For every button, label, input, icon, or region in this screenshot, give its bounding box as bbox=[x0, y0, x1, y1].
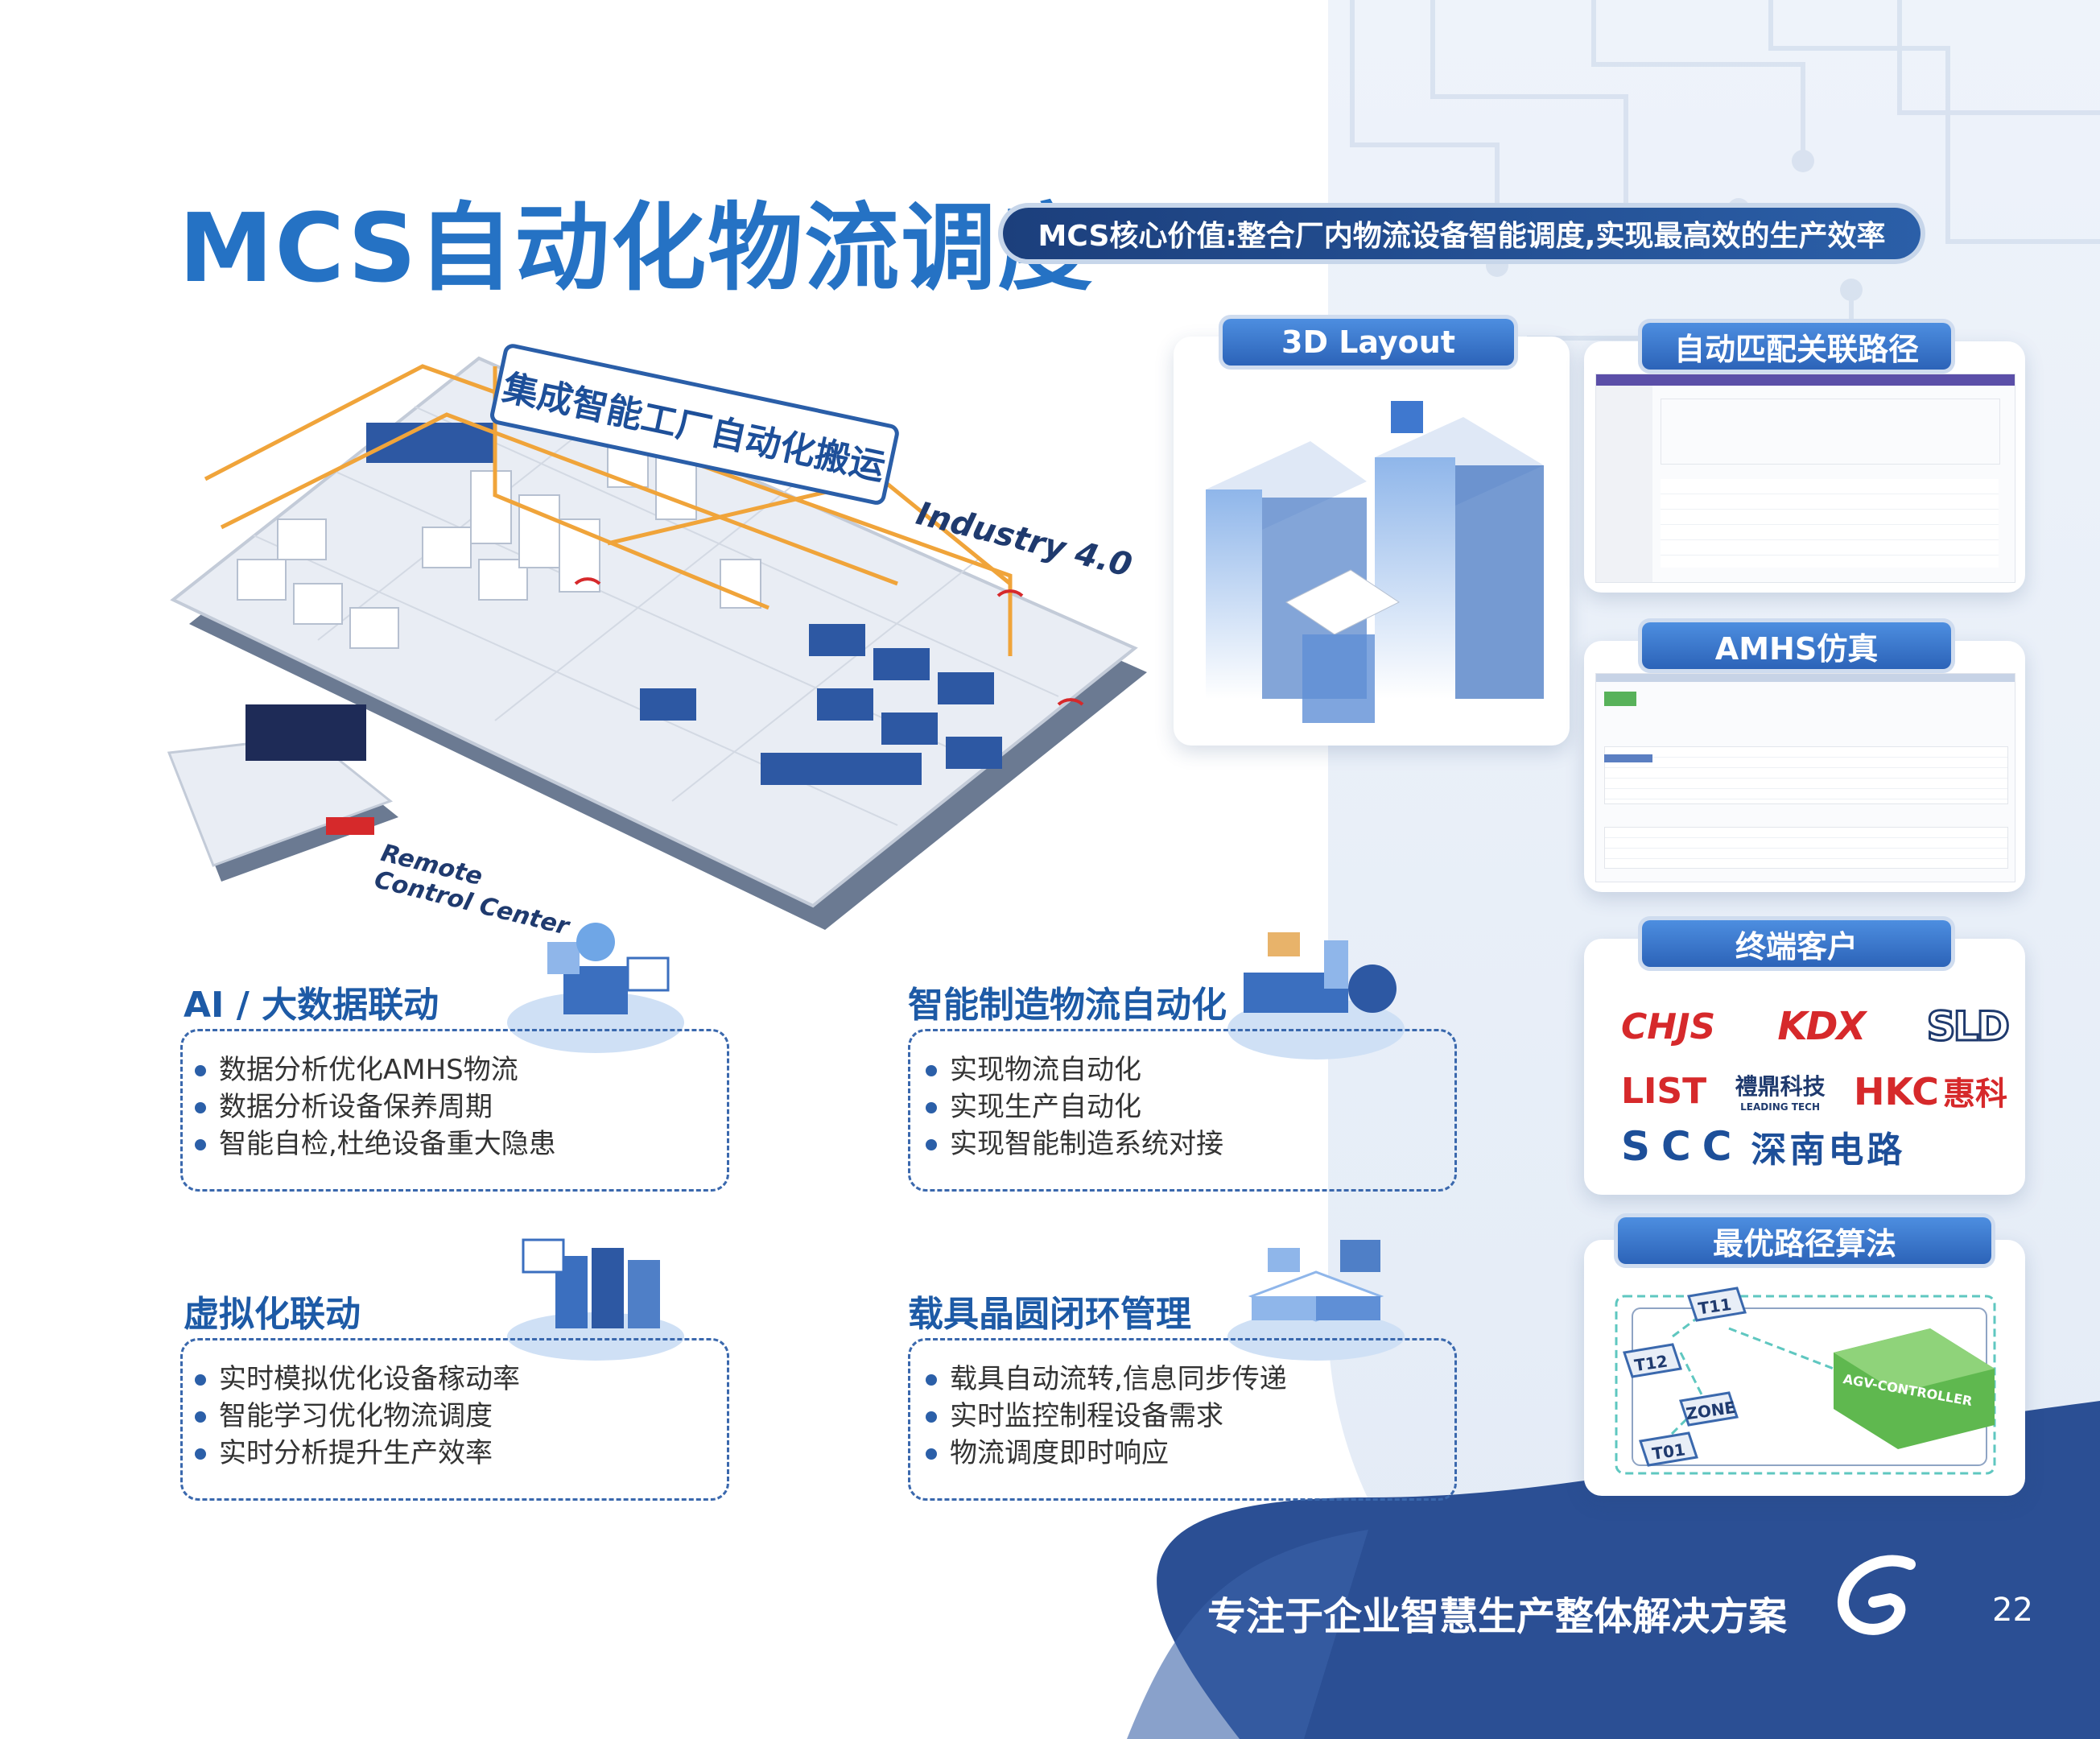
auto-path-screenshot bbox=[1595, 374, 2015, 583]
feature-title-virtualization: 虚拟化联动 bbox=[184, 1294, 361, 1335]
feature-title-manufacturing: 智能制造物流自动化 bbox=[908, 985, 1227, 1026]
logo-sld: SLD bbox=[1925, 1002, 2011, 1051]
logo-leading-en: LEADING TECH bbox=[1740, 1101, 1821, 1113]
tab-amhs-sim[interactable]: AMHS仿真 bbox=[1642, 622, 1951, 669]
logo-hkc-en: HKC bbox=[1854, 1070, 1939, 1113]
feature-title-ai: AI / 大数据联动 bbox=[184, 985, 439, 1026]
list-item: 实现物流自动化 bbox=[926, 1051, 1223, 1088]
list-item: 载具自动流转,信息同步传递 bbox=[926, 1361, 1287, 1398]
feature-title-carrier: 载具晶圆闭环管理 bbox=[908, 1294, 1191, 1335]
logo-hkc: HKC 惠科 bbox=[1854, 1068, 2007, 1114]
logo-leading-cn: 禮鼎科技 bbox=[1735, 1073, 1826, 1100]
list-item: 实现生产自动化 bbox=[926, 1088, 1223, 1126]
list-item: 智能自检,杜绝设备重大隐患 bbox=[195, 1126, 556, 1163]
logo-kdx: KDX bbox=[1777, 1004, 1866, 1049]
feature-box-virtualization bbox=[180, 1338, 729, 1501]
logo-list: LIST bbox=[1621, 1070, 1707, 1112]
list-item: 物流调度即时响应 bbox=[926, 1435, 1287, 1472]
feature-box-manufacturing bbox=[908, 1029, 1457, 1192]
list-item: 数据分析优化AMHS物流 bbox=[195, 1051, 556, 1088]
logo-row-1: CHJS KDX SLD bbox=[1621, 1002, 2011, 1051]
feature-box-ai bbox=[180, 1029, 729, 1192]
tab-customers[interactable]: 终端客户 bbox=[1642, 920, 1951, 967]
logo-row-3: SCC 深南电路 bbox=[1621, 1121, 1905, 1172]
logo-hkc-cn: 惠科 bbox=[1942, 1076, 2007, 1113]
list-item: 实时模拟优化设备稼动率 bbox=[195, 1361, 520, 1398]
list-item: 实时监控制程设备需求 bbox=[926, 1398, 1287, 1435]
page-number: 22 bbox=[1992, 1592, 2033, 1629]
3d-layout-illustration bbox=[1206, 401, 1544, 723]
feature-list-virtualization: 实时模拟优化设备稼动率 智能学习优化物流调度 实时分析提升生产效率 bbox=[195, 1361, 520, 1472]
amhs-screenshot bbox=[1595, 673, 2015, 882]
card-path-algorithm: T11 T12 ZONE T01 AGV-CONTROLLER bbox=[1584, 1240, 2025, 1496]
tab-auto-path[interactable]: 自动匹配关联路径 bbox=[1642, 323, 1951, 370]
page-title: MCS自动化物流调度 bbox=[179, 192, 1095, 304]
node-t11: T11 bbox=[1697, 1295, 1732, 1319]
list-item: 数据分析设备保养周期 bbox=[195, 1088, 556, 1126]
logo-scc-en: SCC bbox=[1621, 1123, 1743, 1170]
company-logo-icon bbox=[1838, 1555, 1916, 1635]
list-item: 实时分析提升生产效率 bbox=[195, 1435, 520, 1472]
carrier-wafer-icon bbox=[1227, 1240, 1405, 1361]
path-algorithm-diagram: T11 T12 ZONE T01 AGV-CONTROLLER bbox=[1615, 1287, 1996, 1475]
footer-slogan: 专注于企业智慧生产整体解决方案 bbox=[1207, 1594, 1788, 1639]
virtualization-icon bbox=[507, 1238, 684, 1361]
feature-list-ai: 数据分析优化AMHS物流 数据分析设备保养周期 智能自检,杜绝设备重大隐患 bbox=[195, 1051, 556, 1163]
list-item: 智能学习优化物流调度 bbox=[195, 1398, 520, 1435]
feature-list-manufacturing: 实现物流自动化 实现生产自动化 实现智能制造系统对接 bbox=[926, 1051, 1223, 1163]
core-value-pill: MCS核心价值:整合厂内物流设备智能调度,实现最高效的生产效率 bbox=[1003, 208, 1921, 259]
tab-3d-layout[interactable]: 3D Layout bbox=[1223, 319, 1514, 366]
logo-scc-cn: 深南电路 bbox=[1751, 1130, 1906, 1171]
ai-bigdata-icon bbox=[507, 923, 684, 1053]
card-auto-path bbox=[1584, 341, 2025, 593]
logo-row-2: LIST 禮鼎科技 LEADING TECH HKC 惠科 bbox=[1621, 1068, 2007, 1114]
tab-path-algorithm[interactable]: 最优路径算法 bbox=[1618, 1217, 1991, 1264]
factory-illustration bbox=[167, 356, 1147, 930]
logo-leading: 禮鼎科技 LEADING TECH bbox=[1735, 1069, 1826, 1113]
feature-box-carrier bbox=[908, 1338, 1457, 1501]
card-customers: CHJS KDX SLD LIST 禮鼎科技 LEADING TECH HKC … bbox=[1584, 939, 2025, 1195]
node-t12: T12 bbox=[1633, 1352, 1669, 1376]
logo-chjs: CHJS bbox=[1621, 1006, 1716, 1047]
card-amhs-sim bbox=[1584, 641, 2025, 892]
list-item: 实现智能制造系统对接 bbox=[926, 1126, 1223, 1163]
card-3d-layout bbox=[1174, 337, 1570, 746]
feature-list-carrier: 载具自动流转,信息同步传递 实时监控制程设备需求 物流调度即时响应 bbox=[926, 1361, 1287, 1472]
node-t01: T01 bbox=[1651, 1440, 1686, 1464]
